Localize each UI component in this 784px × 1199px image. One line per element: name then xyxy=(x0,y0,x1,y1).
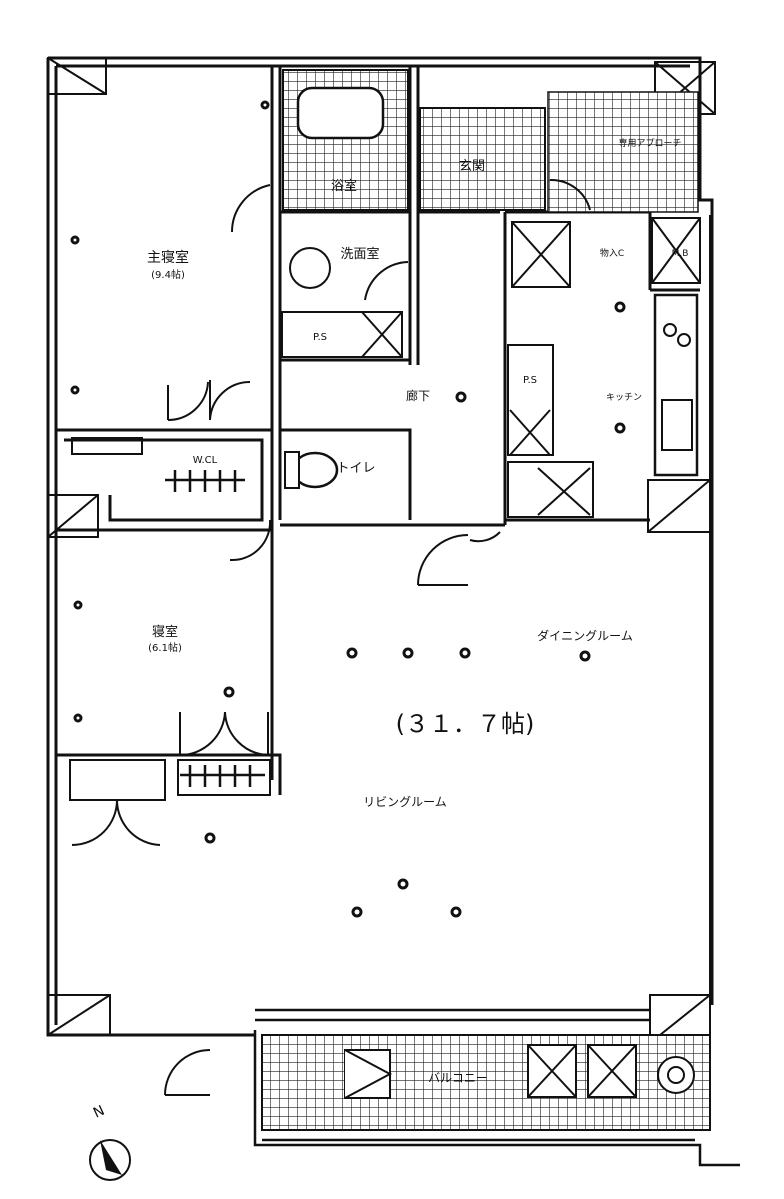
balcony-units xyxy=(344,1044,695,1099)
bedroom-size: (6.1帖) xyxy=(148,641,182,654)
ps-box-2 xyxy=(507,344,554,456)
entrance-floor-tile xyxy=(419,107,546,211)
interior-walls xyxy=(56,66,700,801)
stove-burner-icon xyxy=(663,323,677,337)
compass-icon: N xyxy=(89,1103,131,1181)
toilet-tank-icon xyxy=(284,451,300,489)
toilet-label: トイレ xyxy=(336,461,375,476)
ps-box-1 xyxy=(281,311,403,358)
balcony-railing xyxy=(253,1008,740,1167)
entrance-label: 玄関 xyxy=(459,159,485,174)
approach-floor-tile xyxy=(547,91,699,213)
wic-shelf xyxy=(71,437,143,455)
kitchen-pantry xyxy=(507,461,594,518)
washroom-label: 洗面室 xyxy=(340,246,379,262)
compass-north-label: N xyxy=(91,1103,107,1122)
wardrobe-box xyxy=(177,759,271,796)
door-swings xyxy=(71,178,591,1096)
ps-box-2-cross-icon xyxy=(509,409,551,456)
living-label: リビングルーム xyxy=(363,795,447,809)
washbasin-icon xyxy=(289,247,331,289)
ceiling-lights xyxy=(70,100,626,918)
master-bedroom-label: 主寝室 xyxy=(147,249,189,266)
bath-label: 浴室 xyxy=(331,178,357,194)
closet-rail-icon xyxy=(165,470,245,492)
pantry-cross-icon xyxy=(537,467,591,516)
dining-label: ダイニングルーム xyxy=(537,628,633,643)
approach-label: 専用アプローチ xyxy=(618,137,681,149)
bedroom-label: 寝室 xyxy=(152,624,178,640)
corridor-label: 廊下 xyxy=(406,388,430,403)
stove-burner-icon-2 xyxy=(677,333,691,347)
wcl-label: W.CL xyxy=(193,455,218,466)
kitchen-label: キッチン xyxy=(606,392,642,403)
structural-columns xyxy=(47,57,716,1044)
closet-rail-icon-2 xyxy=(180,765,265,787)
ldk-size-label: (３１．７帖) xyxy=(396,710,535,738)
master-bedroom-size: (9.4帖) xyxy=(151,268,185,281)
fridge-cross-icon xyxy=(511,221,571,288)
mb-cross-icon xyxy=(651,217,701,284)
ps-box-1-cross-icon xyxy=(361,311,403,358)
storage-label: 物入C xyxy=(600,247,624,259)
bathtub-icon xyxy=(296,86,385,140)
ps-label-1: P.S xyxy=(313,332,327,343)
ps-label-2: P.S xyxy=(523,375,537,386)
mb-label: M.B xyxy=(672,249,689,259)
kitchen-sink-icon xyxy=(661,399,693,451)
balcony-label: バルコニー xyxy=(428,1071,488,1085)
